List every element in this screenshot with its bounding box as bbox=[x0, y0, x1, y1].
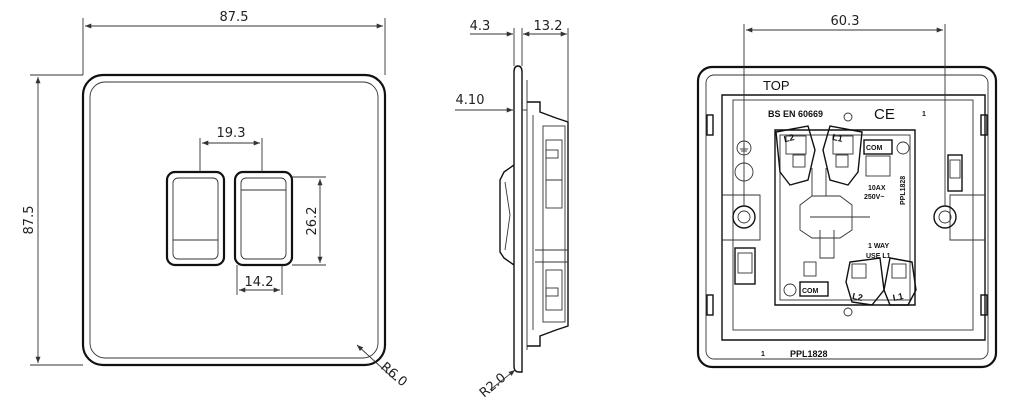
gap-dim: 19.3 bbox=[217, 126, 246, 141]
fixing-hole-left bbox=[732, 205, 756, 229]
standard-label: BS EN 60669 bbox=[768, 109, 823, 119]
terminal-com-top bbox=[863, 139, 910, 177]
fixing-centres-dim: 60.3 bbox=[831, 14, 860, 29]
fixing-hole-right bbox=[933, 205, 957, 229]
plate-thickness-dim: 4.3 bbox=[470, 19, 491, 34]
terminal-l1-top: L1 bbox=[831, 132, 843, 144]
terminal-com-bottom-label: COM bbox=[802, 288, 819, 295]
rocker-right bbox=[233, 170, 294, 267]
top-label: TOP bbox=[763, 78, 790, 93]
number-top: 1 bbox=[922, 111, 926, 118]
terminal-l1-bottom: L1 bbox=[892, 291, 904, 303]
rear-plate bbox=[696, 65, 998, 369]
terminal-com-top-label: COM bbox=[866, 145, 883, 152]
rear-view: TOP BS EN 60669 CE 1 L2 L1 COM 10AX 250V… bbox=[696, 14, 998, 369]
offset-dim: 4.10 bbox=[456, 93, 485, 108]
part-code: PPL1828 bbox=[790, 349, 828, 359]
rating-line2: 250V~ bbox=[864, 194, 884, 201]
side-view: 4.3 13.2 4.10 R2.0 bbox=[455, 19, 569, 401]
way-line2: USE L1 bbox=[866, 253, 891, 260]
terminal-l2-bottom: L2 bbox=[851, 291, 863, 303]
front-height-dim: 87.5 bbox=[22, 206, 37, 235]
front-plate bbox=[81, 73, 387, 367]
way-line1: 1 WAY bbox=[868, 243, 889, 250]
front-view: 87.5 87.5 19.3 26.2 14.2 R6.0 bbox=[22, 10, 410, 390]
rocker-height-dim: 26.2 bbox=[305, 207, 320, 236]
terminal-l2-top: L2 bbox=[783, 132, 795, 144]
terminal-block-top bbox=[775, 125, 863, 197]
number-bottom: 1 bbox=[761, 351, 765, 358]
edge-radius-dim: R2.0 bbox=[477, 370, 509, 401]
ce-mark: CE bbox=[874, 106, 895, 123]
rocker-width-dim: 14.2 bbox=[245, 275, 274, 290]
depth-dim: 13.2 bbox=[534, 19, 563, 34]
terminal-block-bottom bbox=[783, 230, 917, 306]
rating-line1: 10AX bbox=[868, 185, 886, 192]
side-code: PPL1828 bbox=[900, 176, 907, 205]
rocker-left bbox=[165, 170, 226, 267]
corner-radius-dim: R6.0 bbox=[377, 360, 409, 391]
front-width-dim: 87.5 bbox=[220, 10, 249, 25]
